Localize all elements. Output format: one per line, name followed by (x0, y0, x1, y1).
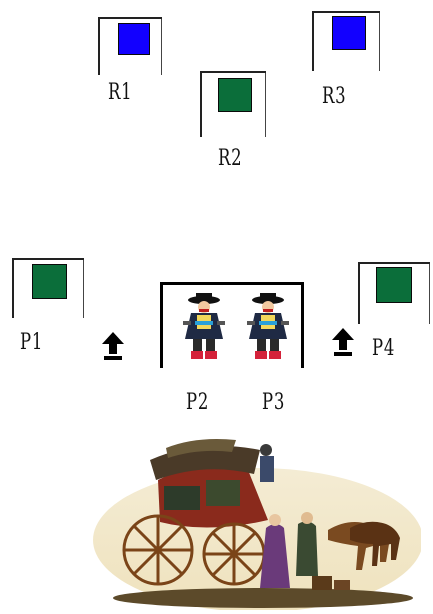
card-label-p1: P1 (20, 330, 44, 355)
move-arrow-icon[interactable] (330, 326, 356, 358)
card-slot-p1[interactable] (12, 258, 84, 318)
card-chip-r2 (218, 78, 252, 112)
center-stage-box[interactable] (160, 282, 304, 368)
move-arrow-icon[interactable] (100, 330, 126, 362)
card-label-r3: R3 (322, 84, 347, 109)
card-slot-p4[interactable] (358, 262, 430, 324)
card-slot-r1[interactable] (98, 17, 162, 75)
card-label-p4: P4 (372, 336, 396, 361)
card-slot-r3[interactable] (312, 11, 380, 71)
center-label-p2: P2 (186, 390, 210, 415)
card-slot-r2[interactable] (200, 71, 266, 137)
card-label-r1: R1 (108, 80, 133, 105)
card-chip-p4 (376, 267, 412, 303)
card-chip-r3 (332, 16, 366, 50)
bandit-figure-icon (247, 293, 289, 359)
stagecoach-image (88, 420, 421, 610)
center-label-p3: P3 (262, 390, 286, 415)
bandit-figure-icon (183, 293, 225, 359)
card-chip-p1 (32, 264, 67, 299)
card-label-r2: R2 (218, 146, 243, 171)
card-chip-r1 (118, 23, 150, 55)
